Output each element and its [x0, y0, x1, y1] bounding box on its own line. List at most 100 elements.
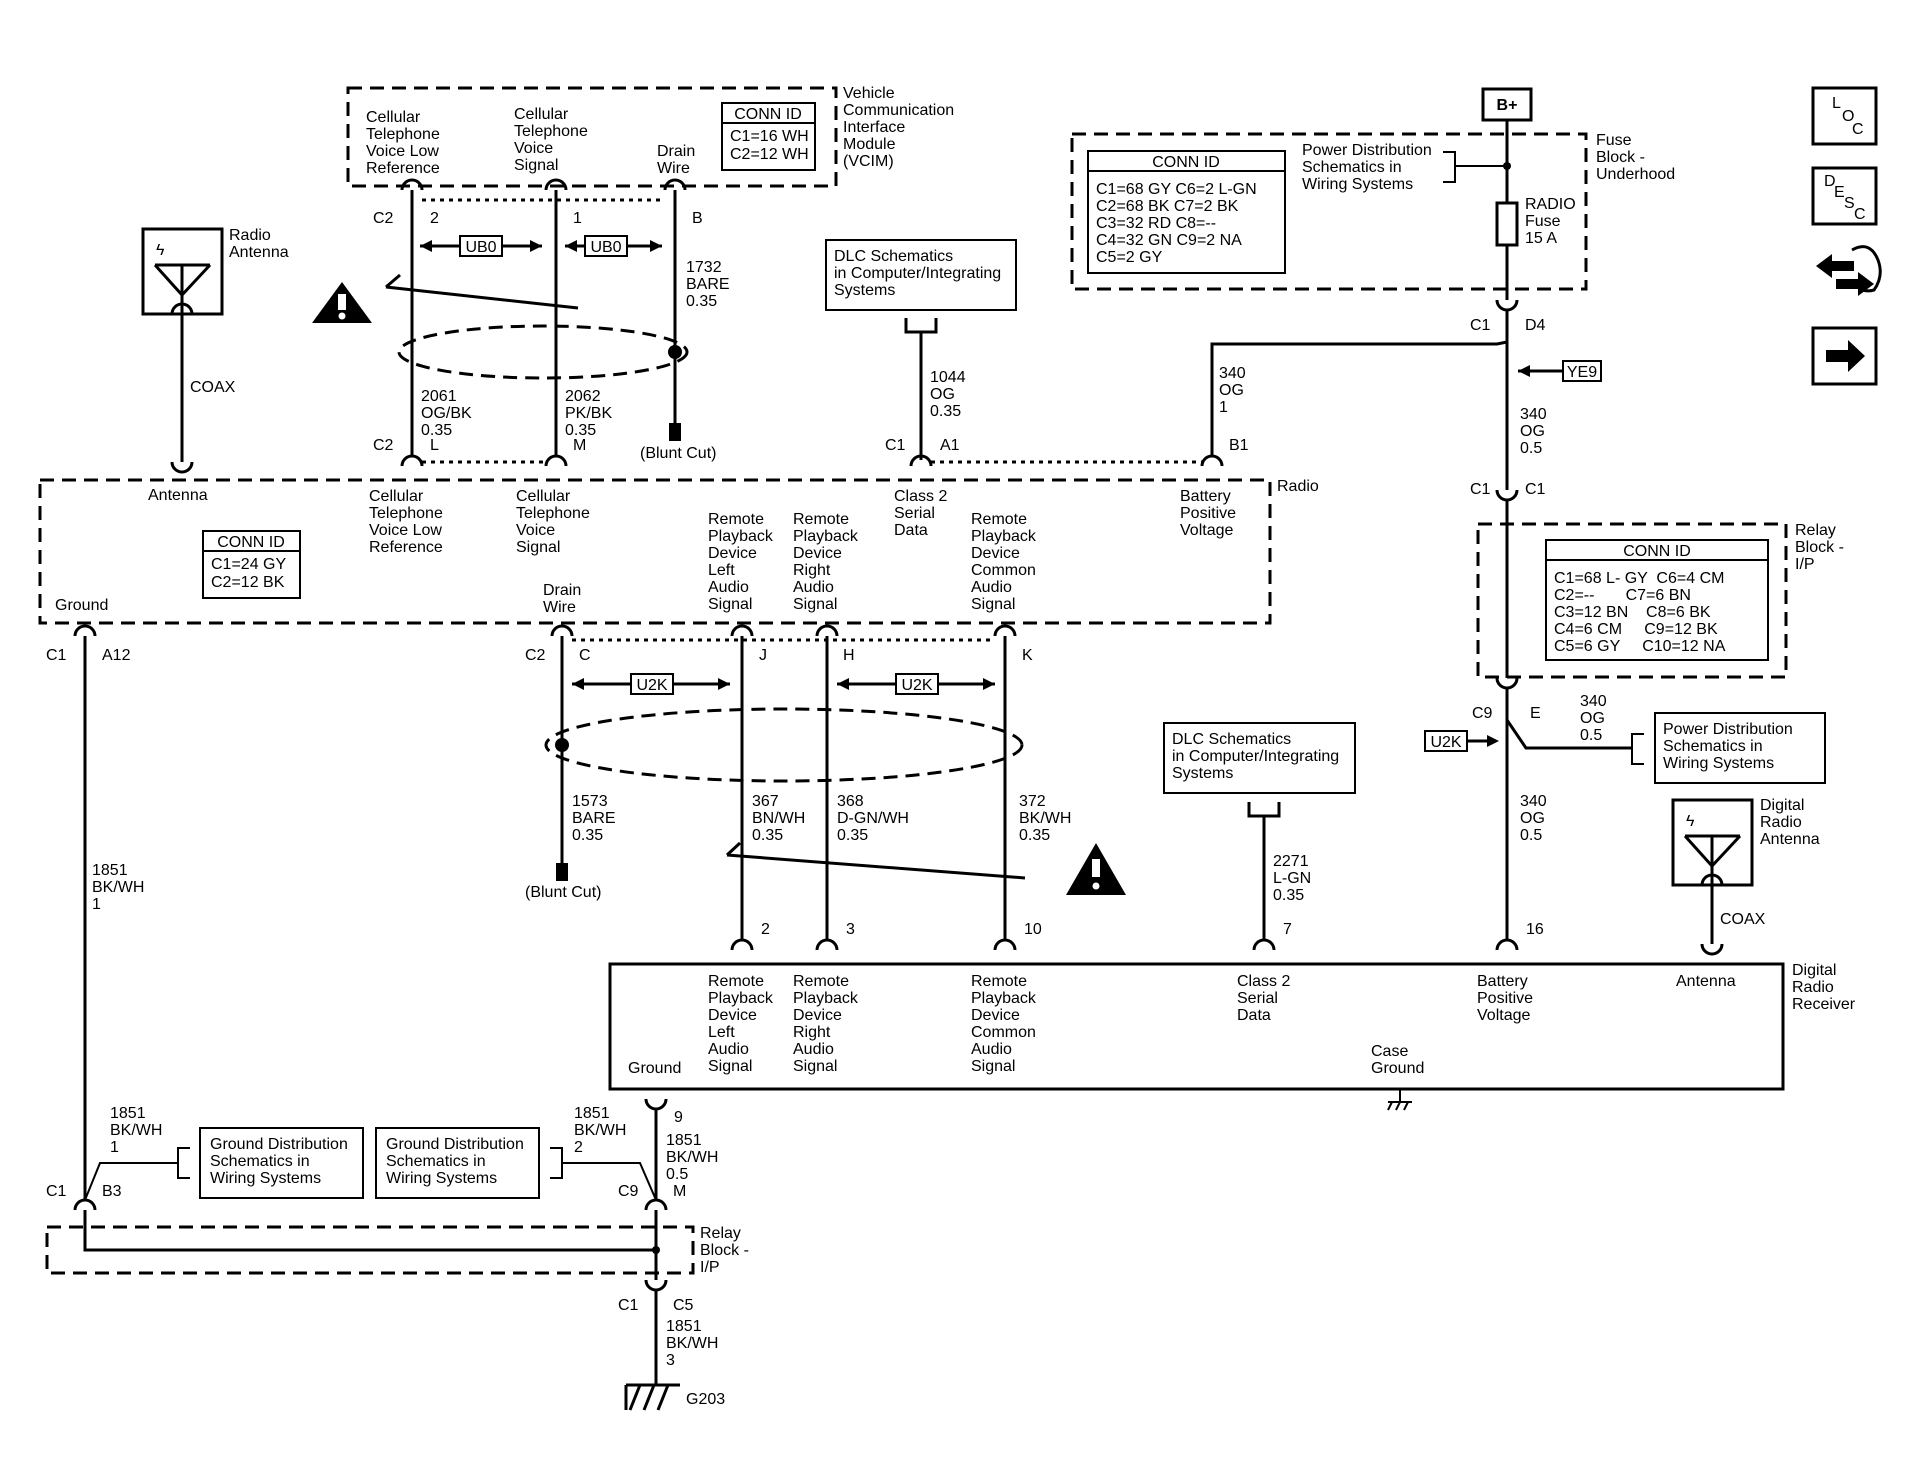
- wire-1573: 1573 BARE 0.35: [572, 793, 620, 844]
- svg-text:1851 BK/WH 1: 1851 BK/WH 1: [110, 1105, 167, 1156]
- warning-icon-2: [1066, 843, 1126, 895]
- svg-text:S: S: [1844, 195, 1855, 212]
- svg-text:Drain Wire: Drain Wire: [543, 582, 586, 616]
- svg-text:B3: B3: [102, 1183, 122, 1200]
- svg-text:Remote Playback De: Remote Playback Device Common Audio Sign…: [971, 511, 1040, 613]
- radio-conn-id: CONN ID C1=24 GY C2=12 BK: [202, 530, 301, 599]
- u2k-indicator-2: U2K: [837, 673, 995, 695]
- svg-text:ϟ: ϟ: [1686, 813, 1695, 830]
- u2k-indicator-1: U2K: [572, 673, 730, 695]
- svg-text:DLC Schematics in Comput: DLC Schematics in Computer/Integrating S…: [1172, 731, 1344, 782]
- radio-fuse: RADIO Fuse 15 A: [1495, 196, 1576, 247]
- svg-text:U2K: U2K: [901, 677, 932, 694]
- svg-text:Ground Distribution Sche: Ground Distribution Schematics in Wiring…: [386, 1136, 528, 1187]
- svg-text:C9: C9: [1472, 705, 1493, 722]
- svg-text:E: E: [1834, 184, 1845, 201]
- svg-text:K: K: [1022, 647, 1033, 664]
- digital-radio-receiver: Digital Radio Receiver 2 3 10 7 16 Remot…: [608, 921, 1856, 1111]
- next-arrow-icon[interactable]: [1811, 326, 1878, 386]
- vcim-pin-label-drain: Drain Wire: [657, 143, 700, 177]
- radio-antenna-label: Radio Antenna: [229, 227, 289, 261]
- description-icon[interactable]: D E S C: [1811, 166, 1878, 226]
- fuse-block-conn-id: CONN ID C1=68 GY C6=2 L-GN C2=68 BK C7=2…: [1087, 150, 1286, 274]
- svg-text:A12: A12: [102, 647, 131, 664]
- svg-text:C1=68 GY C6=2 L-GN: C1=68 GY C6=2 L-GN: [1096, 181, 1257, 198]
- svg-text:UB0: UB0: [590, 239, 621, 256]
- wire-1851-main: 1851 BK/WH 1: [92, 862, 149, 913]
- vehicle-connector-icon[interactable]: [1816, 245, 1882, 296]
- svg-text:Digital Radio Rece: Digital Radio Receiver: [1792, 962, 1856, 1013]
- battery-plus-terminal: B+: [1481, 87, 1533, 122]
- wire-2061: 2061 OG/BK 0.35: [421, 388, 476, 439]
- svg-text:C9: C9: [618, 1183, 639, 1200]
- svg-text:Class 2 Serial Dat: Class 2 Serial Data: [1237, 973, 1295, 1024]
- svg-text:CONN ID: CONN ID: [734, 106, 802, 123]
- coax-label-1: COAX: [190, 379, 236, 396]
- svg-text:C1=24 GY: C1=24 GY: [211, 556, 286, 573]
- relay-block-ip-top: Relay Block - I/P CONN ID C1=68 L- GY C6…: [1476, 522, 1844, 679]
- svg-text:Cellular Telephone: Cellular Telephone Voice Low Reference: [369, 488, 447, 556]
- vcim-module: Vehicle Communication Interface Module (…: [346, 85, 954, 188]
- svg-text:C2: C2: [373, 437, 394, 454]
- svg-text:B1: B1: [1229, 437, 1249, 454]
- location-icon[interactable]: L O C: [1811, 86, 1878, 146]
- svg-text:C3=32 RD C8=--: C3=32 RD C8=--: [1096, 215, 1216, 232]
- svg-text:16: 16: [1526, 921, 1544, 938]
- svg-text:C1: C1: [1470, 481, 1491, 498]
- svg-text:Ground Distribution Sche: Ground Distribution Schematics in Wiring…: [210, 1136, 352, 1187]
- radio-module: Radio CONN ID C1=24 GY C2=12 BK Antenna …: [38, 478, 1319, 625]
- svg-text:Class 2 Serial Dat: Class 2 Serial Data: [894, 488, 952, 539]
- blunt-cut-label-2: (Blunt Cut): [525, 884, 601, 901]
- wire-2062: 2062 PK/BK 0.35: [565, 388, 617, 439]
- ub0-indicator-2: UB0: [565, 235, 662, 257]
- svg-text:Case Ground: Case Ground: [1371, 1043, 1424, 1077]
- wire-372: 372 BK/WH 0.35: [1019, 793, 1076, 844]
- svg-text:L: L: [1832, 95, 1841, 112]
- svg-text:Remote Playback De: Remote Playback Device Left Audio Signal: [708, 511, 777, 613]
- u2k-indicator-3: U2K: [1424, 730, 1499, 752]
- wire-1732: 1732 BARE 0.35: [686, 259, 734, 310]
- svg-text:C2=12 WH: C2=12 WH: [730, 146, 809, 163]
- warning-icon: [312, 282, 372, 323]
- svg-text:Antenna: Antenna: [1676, 973, 1736, 990]
- svg-text:C1: C1: [1525, 481, 1546, 498]
- svg-text:D: D: [1824, 173, 1836, 190]
- svg-text:C2: C2: [525, 647, 546, 664]
- svg-text:C1: C1: [46, 1183, 67, 1200]
- svg-text:YE9: YE9: [1567, 364, 1597, 381]
- svg-text:CONN ID: CONN ID: [1152, 154, 1220, 171]
- svg-text:C1: C1: [618, 1297, 639, 1314]
- vcim-connector: C2 2 1 B: [373, 178, 703, 227]
- wire-1851-recv: 1851 BK/WH 0.5: [666, 1132, 723, 1183]
- svg-text:Remote Playback De: Remote Playback Device Left Audio Signal: [708, 973, 777, 1075]
- svg-text:9: 9: [674, 1109, 683, 1126]
- svg-text:C4=6 CM C9=12 BK: C4=6 CM C9=12 BK: [1554, 621, 1718, 638]
- svg-text:G203: G203: [686, 1391, 725, 1408]
- wire-367: 367 BN/WH 0.35: [752, 793, 810, 844]
- fuse-pd-ref: Power Distribution Schematics in Wiring …: [1302, 142, 1436, 193]
- svg-text:10: 10: [1024, 921, 1042, 938]
- svg-text:Ground: Ground: [55, 597, 108, 614]
- svg-text:C5: C5: [673, 1297, 694, 1314]
- ground-g203: G203: [624, 1383, 725, 1411]
- svg-text:E: E: [1530, 705, 1541, 722]
- wire-340-radio: 340 OG 1: [1219, 365, 1250, 416]
- vcim-pin-label-voice-signal: Cellular Telephone Voice Signal: [514, 106, 592, 174]
- svg-text:2: 2: [430, 210, 439, 227]
- svg-text:Remote Playback De: Remote Playback Device Common Audio Sign…: [971, 973, 1040, 1075]
- svg-text:H: H: [843, 647, 855, 664]
- wire-340-mid: 340 OG 0.5: [1520, 406, 1551, 457]
- svg-text:U2K: U2K: [1430, 734, 1461, 751]
- fuse-block-underhood: Fuse Block - Underhood CONN ID C1=68 GY …: [1070, 132, 1675, 291]
- pd-ref-mid: Power Distribution Schematics in Wiring …: [1580, 693, 1826, 784]
- svg-text:Relay Block - I/P: Relay Block - I/P: [700, 1225, 753, 1276]
- svg-text:C1: C1: [885, 437, 906, 454]
- svg-text:C5=6 GY C10=12 NA: C5=6 GY C10=12 NA: [1554, 638, 1726, 655]
- ub0-indicator-1: UB0: [420, 235, 542, 257]
- vcim-conn-id: CONN ID C1=16 WH C2=12 WH: [721, 102, 816, 171]
- svg-text:C3=12 BN C8=6 BK: C3=12 BN C8=6 BK: [1554, 604, 1711, 621]
- svg-text:Fuse Block - Under: Fuse Block - Underhood: [1596, 132, 1675, 183]
- svg-text:C1=68 L- GY C6=4 CM: C1=68 L- GY C6=4 CM: [1554, 570, 1724, 587]
- wire-340-low: 340 OG 0.5: [1520, 793, 1551, 844]
